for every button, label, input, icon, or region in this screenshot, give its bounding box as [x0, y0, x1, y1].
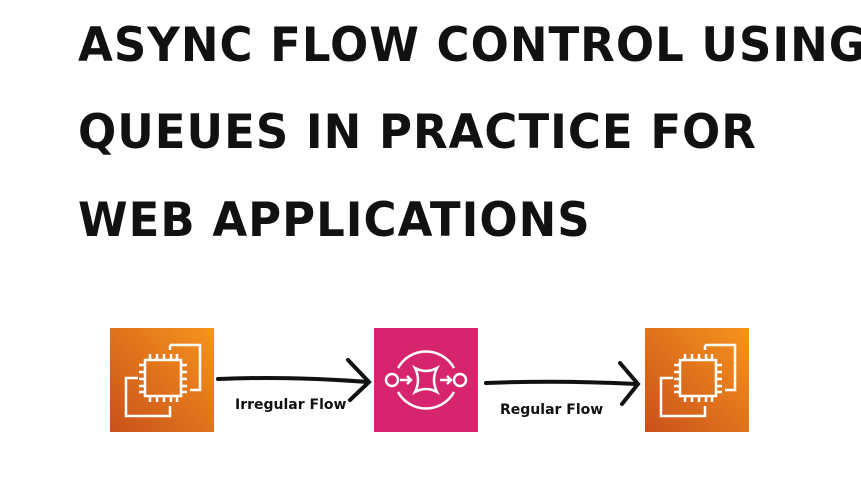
- title-line-1: Async Flow Control Using: [78, 16, 861, 73]
- title-line-2: Queues in Practice for: [78, 103, 757, 160]
- arrowhead-regular: [618, 361, 641, 406]
- arrow-irregular-flow: [216, 376, 370, 384]
- sqs-queue: [374, 328, 478, 432]
- edge-label-irregular-flow: Irregular Flow: [235, 397, 347, 413]
- ec2-instance-source: [110, 328, 214, 432]
- ec2-chip-icon: [124, 343, 202, 418]
- title-line-3: Web Applications: [78, 191, 591, 248]
- arrowhead-irregular: [346, 358, 372, 402]
- ec2-instance-target: [645, 328, 749, 432]
- ec2-chip-icon: [659, 343, 737, 418]
- arrow-regular-flow: [484, 379, 638, 386]
- sqs-queue-icon: [384, 350, 468, 410]
- edge-label-regular-flow: Regular Flow: [500, 402, 604, 418]
